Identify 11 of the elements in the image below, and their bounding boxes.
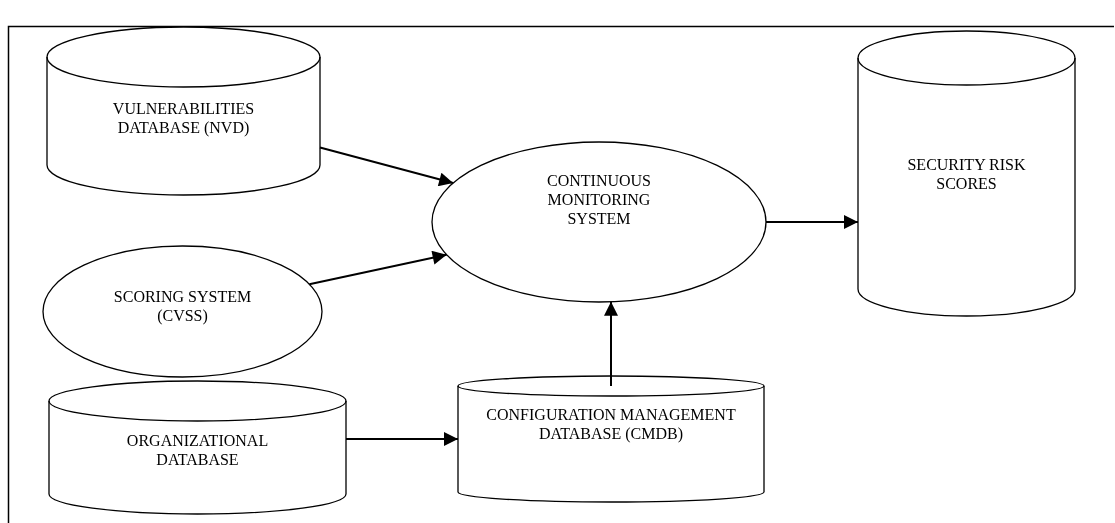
node-label: ORGANIZATIONAL DATABASE: [125, 431, 270, 469]
arrow: [308, 250, 448, 286]
arrow: [604, 300, 618, 387]
node-label: CONFIGURATION MANAGEMENT DATABASE (CMDB): [486, 405, 736, 443]
node-label: VULNERABILITIES DATABASE (NVD): [111, 99, 256, 137]
arrow: [765, 215, 859, 229]
node-label: SCORING SYSTEM (CVSS): [112, 287, 253, 325]
arrow: [319, 146, 455, 187]
node-label: SECURITY RISK SCORES: [906, 155, 1027, 193]
node-label: CONTINUOUS MONITORING SYSTEM: [546, 171, 652, 228]
arrow: [345, 432, 459, 446]
